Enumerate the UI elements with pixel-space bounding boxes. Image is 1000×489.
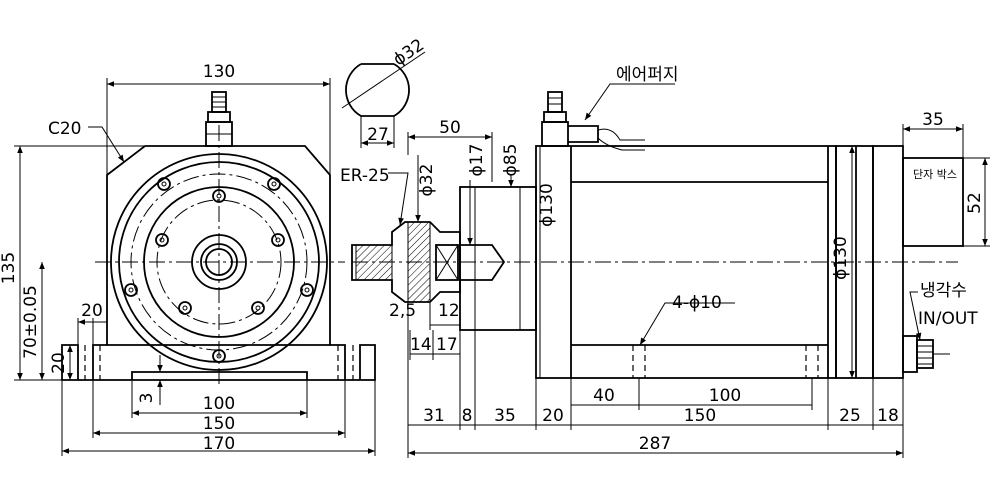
front-view: 130 C20 135 70±0.05 20 20 3 100 — [0, 62, 376, 456]
dim-foot-height: 20 — [49, 352, 69, 374]
dim-foot-spacing: 150 — [203, 414, 235, 434]
dim-top-width: 130 — [203, 62, 235, 82]
label-coolant: 냉각수 — [920, 281, 967, 301]
side-tool-hatch — [355, 244, 393, 281]
dim-total-length: 287 — [639, 434, 671, 454]
terminal-box — [902, 157, 964, 247]
dim-terminal-height: 52 — [965, 192, 985, 214]
side-drill-tip — [460, 244, 506, 281]
side-end-cap — [872, 145, 904, 379]
dim-flange-length: 50 — [439, 118, 461, 138]
dim-8: 8 — [462, 406, 473, 426]
dim-flange-diameter: ϕ85 — [501, 144, 521, 177]
dim-chamfer: C20 — [48, 119, 82, 139]
dim-25: 25 — [839, 406, 861, 426]
dim-12: 12 — [438, 301, 460, 321]
dim-2-5: 2,5 — [389, 301, 416, 321]
dim-collet-diameter: ϕ32 — [417, 164, 437, 197]
dim-recess: 3 — [137, 393, 157, 404]
dim-shaft-flat: 27 — [367, 125, 389, 145]
label-collet: ER-25 — [340, 166, 390, 186]
shaft-diameter-leader — [341, 51, 426, 109]
dim-body-diameter: ϕ130 — [537, 183, 557, 227]
side-air-fitting — [541, 91, 645, 151]
front-outer-bolt-holes — [124, 177, 314, 297]
dim-terminal-width: 35 — [922, 110, 944, 130]
dim-31: 31 — [423, 406, 445, 426]
dim-base-width: 170 — [203, 434, 235, 454]
dim-20: 20 — [542, 406, 564, 426]
label-mount-holes: 4-ϕ10 — [672, 293, 722, 313]
dim-150: 150 — [684, 406, 716, 426]
dim-17: 17 — [436, 335, 458, 355]
dim-14: 14 — [410, 335, 432, 355]
dim-mount-spacing: 100 — [203, 394, 235, 414]
dim-slot-width: 20 — [81, 301, 103, 321]
terminal-box-label: 단자 박스 — [913, 168, 957, 181]
shaft-section-detail: ϕ32 27 — [341, 35, 428, 148]
dim-18: 18 — [877, 406, 899, 426]
front-inner-bolt-holes — [178, 189, 265, 363]
dim-35: 35 — [494, 406, 516, 426]
front-bolt-circle-inner — [156, 199, 282, 325]
label-coolant-in-out: IN/OUT — [918, 309, 978, 329]
side-collet-hatch — [407, 221, 431, 303]
label-air-purge: 에어퍼지 — [616, 65, 679, 85]
front-spindle-bore — [200, 243, 238, 281]
side-front-flange — [459, 186, 537, 331]
coolant-fitting — [902, 335, 950, 373]
front-air-fitting — [205, 91, 233, 147]
front-flange-circle — [143, 186, 295, 338]
dim-40: 40 — [593, 386, 615, 406]
side-collet-nut — [435, 244, 459, 281]
front-bottom-recess — [131, 371, 308, 380]
dim-rear-diameter: ϕ130 — [831, 236, 851, 280]
dim-center-height: 70±0.05 — [21, 285, 41, 359]
dim-100: 100 — [709, 386, 741, 406]
dim-tool-diameter: ϕ17 — [467, 144, 487, 177]
shaft-section-arcs — [345, 63, 410, 117]
side-view: 단자 박스 에어퍼지 ER-25 ϕ — [340, 65, 990, 458]
front-spindle-inner — [205, 248, 233, 276]
front-spindle-nose — [191, 234, 247, 290]
dim-total-height: 135 — [0, 252, 19, 284]
front-outer-circle — [110, 153, 328, 371]
